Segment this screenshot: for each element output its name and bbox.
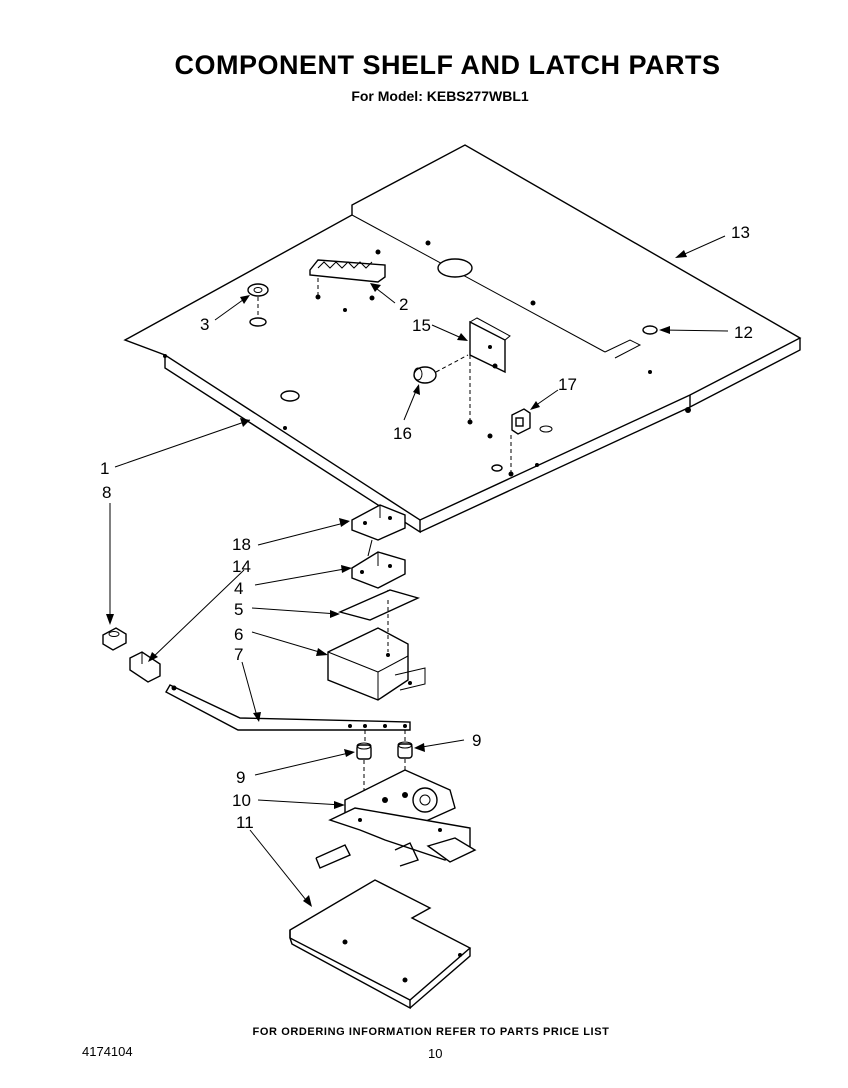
insulator-part xyxy=(337,589,421,621)
page-title: COMPONENT SHELF AND LATCH PARTS xyxy=(174,50,721,80)
callout-8: 8 xyxy=(102,483,111,502)
latch-mechanism-part xyxy=(315,769,477,869)
callout-10: 10 xyxy=(232,791,251,810)
callout-12: 12 xyxy=(734,323,753,342)
callout-1: 1 xyxy=(100,459,109,478)
cover-plate-part xyxy=(289,879,472,1010)
callout-7: 7 xyxy=(234,645,243,664)
bumper-part xyxy=(102,627,127,651)
callout-3: 3 xyxy=(200,315,209,334)
callout-2: 2 xyxy=(399,295,408,314)
bracket-part xyxy=(467,317,511,425)
component-shelf xyxy=(123,144,802,534)
callout-13: 13 xyxy=(731,223,750,242)
page-number: 10 xyxy=(428,1046,443,1061)
terminal-block-part xyxy=(309,259,386,301)
callout-11: 11 xyxy=(236,813,254,832)
callout-4: 4 xyxy=(234,579,243,598)
document-number: 4174104 xyxy=(82,1044,133,1059)
leader-lines xyxy=(106,235,729,907)
callout-5: 5 xyxy=(234,600,243,619)
callout-14: 14 xyxy=(232,557,251,576)
model-subtitle: For Model: KEBS277WBL1 xyxy=(351,88,529,104)
switch-part xyxy=(508,408,553,477)
callout-9-left: 9 xyxy=(236,768,245,787)
latch-switch-upper xyxy=(351,504,406,541)
callout-6: 6 xyxy=(234,625,243,644)
ordering-note: FOR ORDERING INFORMATION REFER TO PARTS … xyxy=(252,1026,610,1038)
callout-15: 15 xyxy=(412,316,431,335)
callout-17: 17 xyxy=(558,375,577,394)
callout-9-right: 9 xyxy=(472,731,481,750)
switch-box-part xyxy=(327,600,426,701)
latch-switch-lower xyxy=(351,539,406,611)
grommet-part xyxy=(247,283,269,327)
callout-18: 18 xyxy=(232,535,251,554)
latch-link-part xyxy=(165,684,411,742)
knob-part xyxy=(413,354,469,384)
callout-16: 16 xyxy=(393,424,412,443)
